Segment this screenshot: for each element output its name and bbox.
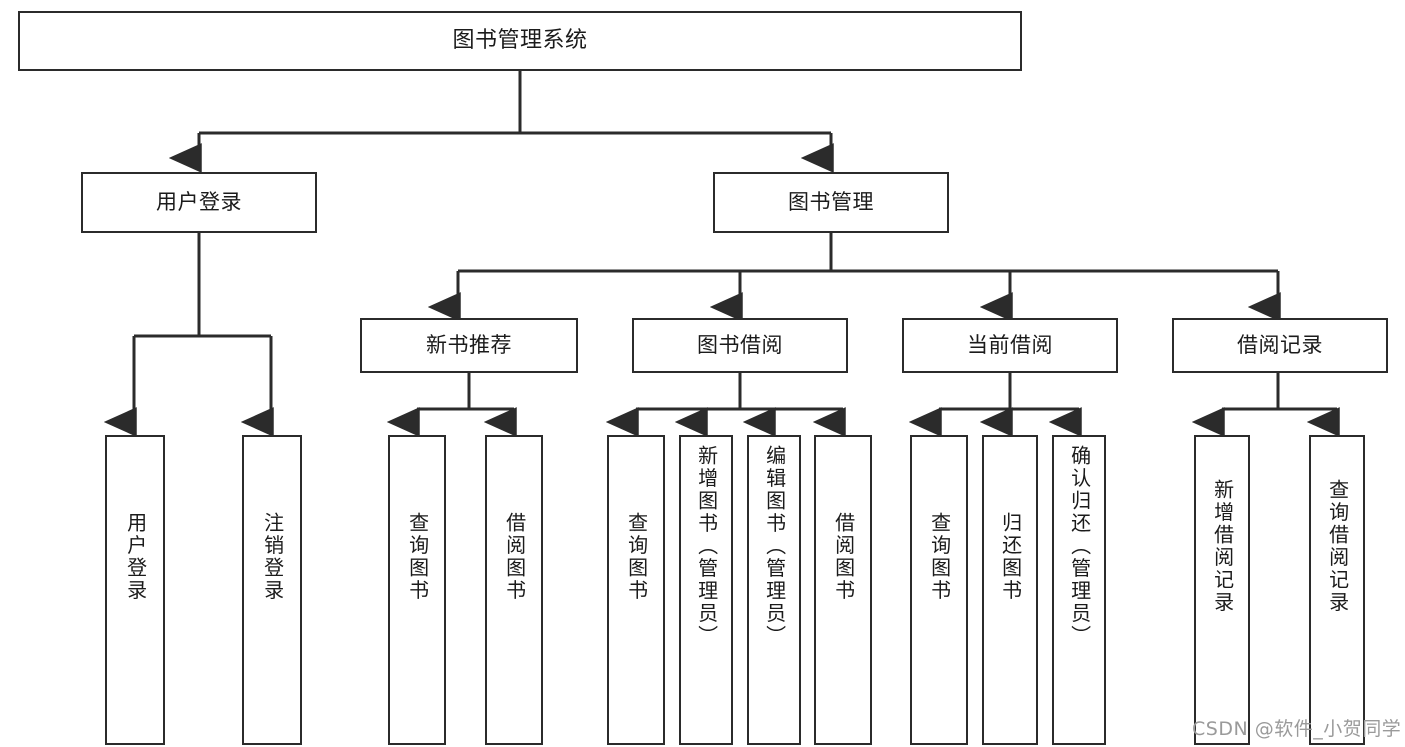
leaf-return-book-label: 归还图书	[998, 512, 1023, 602]
leaf-user-login-label: 用户登录	[123, 512, 148, 602]
leaf-query-book-b[interactable]: 查询图书	[607, 435, 665, 745]
node-user-login[interactable]: 用户登录	[81, 172, 317, 233]
leaf-user-login[interactable]: 用户登录	[105, 435, 165, 745]
node-new-book-recommend-label: 新书推荐	[426, 333, 512, 358]
leaf-query-book-c[interactable]: 查询图书	[910, 435, 968, 745]
leaf-add-book-label: 新增图书（管理员）	[694, 445, 719, 648]
leaf-add-book[interactable]: 新增图书（管理员）	[679, 435, 733, 745]
watermark-text: CSDN @软件_小贺同学	[1192, 718, 1402, 740]
node-book-borrow-label: 图书借阅	[697, 333, 783, 358]
leaf-edit-book[interactable]: 编辑图书（管理员）	[747, 435, 801, 745]
node-borrow-record[interactable]: 借阅记录	[1172, 318, 1388, 373]
leaf-borrow-book-a[interactable]: 借阅图书	[485, 435, 543, 745]
leaf-query-book-c-label: 查询图书	[927, 512, 952, 602]
node-root-system[interactable]: 图书管理系统	[18, 11, 1022, 71]
leaf-query-book-a[interactable]: 查询图书	[388, 435, 446, 745]
leaf-add-record[interactable]: 新增借阅记录	[1194, 435, 1250, 745]
leaf-confirm-return[interactable]: 确认归还（管理员）	[1052, 435, 1106, 745]
leaf-borrow-book-a-label: 借阅图书	[502, 512, 527, 602]
leaf-add-record-label: 新增借阅记录	[1210, 479, 1235, 614]
node-current-borrow-label: 当前借阅	[967, 333, 1053, 358]
node-book-management-label: 图书管理	[788, 190, 874, 215]
leaf-edit-book-label: 编辑图书（管理员）	[762, 445, 787, 648]
leaf-confirm-return-label: 确认归还（管理员）	[1067, 445, 1092, 648]
leaf-query-record[interactable]: 查询借阅记录	[1309, 435, 1365, 745]
leaf-query-book-b-label: 查询图书	[624, 512, 649, 602]
leaf-query-book-a-label: 查询图书	[405, 512, 430, 602]
leaf-logout[interactable]: 注销登录	[242, 435, 302, 745]
leaf-borrow-book-b-label: 借阅图书	[831, 512, 856, 602]
node-borrow-record-label: 借阅记录	[1237, 333, 1323, 358]
node-new-book-recommend[interactable]: 新书推荐	[360, 318, 578, 373]
leaf-return-book[interactable]: 归还图书	[982, 435, 1038, 745]
leaf-borrow-book-b[interactable]: 借阅图书	[814, 435, 872, 745]
leaf-logout-label: 注销登录	[260, 512, 285, 602]
node-book-management[interactable]: 图书管理	[713, 172, 949, 233]
node-user-login-label: 用户登录	[156, 190, 242, 215]
node-book-borrow[interactable]: 图书借阅	[632, 318, 848, 373]
node-root-system-label: 图书管理系统	[452, 28, 588, 54]
node-current-borrow[interactable]: 当前借阅	[902, 318, 1118, 373]
leaf-query-record-label: 查询借阅记录	[1325, 479, 1350, 614]
